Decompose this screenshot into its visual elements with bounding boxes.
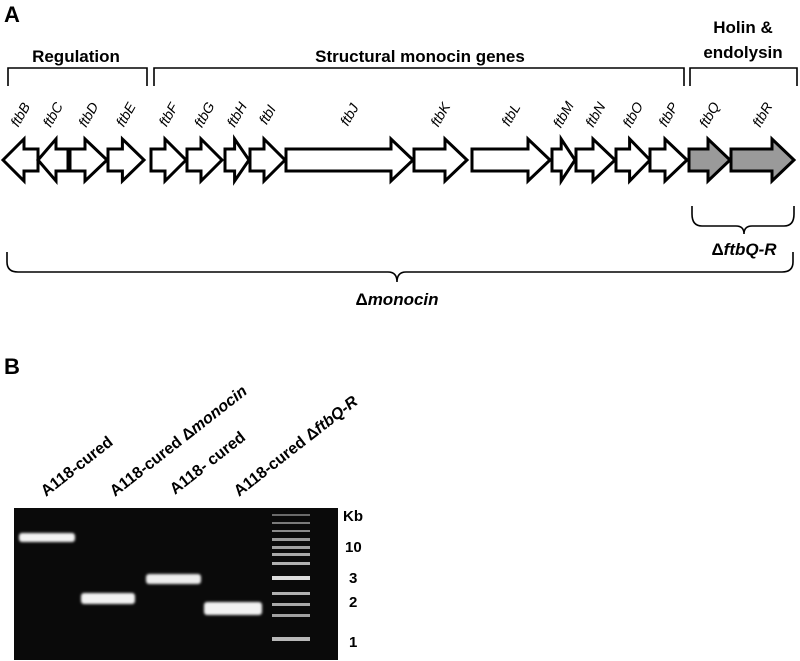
gene-label-ftbO: ftbO — [619, 99, 646, 130]
monocin-deletion-bracket — [6, 252, 794, 283]
panel-a-label: A — [4, 2, 20, 27]
kb-marker-10: 10 — [345, 539, 362, 556]
ftbqr-deletion-bracket — [691, 206, 795, 235]
delta-symbol: Δ — [711, 240, 723, 259]
band-lane-3 — [146, 574, 201, 584]
holin-bracket — [689, 67, 798, 86]
kb-title: Kb — [343, 508, 363, 525]
group-label-holin-line1: Holin & — [713, 18, 773, 37]
gene-label-ftbG: ftbG — [191, 99, 218, 130]
band-lane-4 — [204, 602, 262, 615]
ladder-band — [272, 614, 310, 617]
gene-label-ftbF: ftbF — [155, 99, 182, 129]
gene-label-ftbP: ftbP — [655, 99, 682, 129]
gene-arrow-ftbR — [729, 135, 797, 185]
gene-arrow-ftbI — [248, 135, 288, 185]
gene-arrow-ftbG — [185, 135, 225, 185]
band-lane-2 — [81, 593, 135, 604]
kb-marker-2: 2 — [349, 594, 357, 611]
gene-arrows — [0, 133, 797, 187]
lane-label-2-italic: monocin — [188, 383, 251, 438]
ladder-band — [272, 637, 310, 641]
gene-arrow-ftbQ — [687, 135, 733, 185]
gene-arrow-ftbJ — [284, 135, 416, 185]
gene-label-ftbH: ftbH — [223, 99, 250, 130]
gene-arrow-ftbK — [412, 135, 470, 185]
ladder-band — [272, 530, 310, 532]
ladder-band — [272, 562, 310, 565]
group-label-holin-line2: endolysin — [703, 43, 782, 62]
gene-label-ftbJ: ftbJ — [337, 100, 363, 128]
group-label-regulation: Regulation — [32, 47, 120, 66]
gene-arrow-ftbO — [614, 135, 653, 185]
gene-label-ftbE: ftbE — [113, 99, 140, 129]
kb-marker-3: 3 — [349, 570, 357, 587]
ladder-band — [272, 522, 310, 524]
monocin-deletion-label: Δmonocin — [355, 290, 438, 309]
ftbqr-deletion-label: ΔftbQ-R — [711, 240, 777, 259]
delta-symbol: Δ — [355, 290, 367, 309]
regulation-bracket — [7, 67, 148, 86]
gene-arrow-ftbF — [149, 135, 189, 185]
ladder-band — [272, 576, 310, 580]
lane-label-4-italic: ftbQ-R — [312, 393, 362, 437]
ladder-band — [272, 603, 310, 606]
ladder-band — [272, 553, 310, 556]
band-lane-1 — [19, 533, 75, 542]
lane-label-4-text: A118-cured Δ — [231, 424, 322, 500]
gene-arrow-ftbM — [550, 133, 577, 187]
gene-label-ftbN: ftbN — [582, 99, 609, 130]
ladder-band — [272, 514, 310, 516]
gene-arrow-ftbD — [68, 135, 110, 185]
gene-label-ftbB: ftbB — [7, 100, 33, 130]
gene-arrow-ftbP — [648, 135, 690, 185]
panel-b-label: B — [4, 354, 20, 379]
structural-bracket — [153, 67, 685, 86]
gene-arrow-ftbB — [0, 135, 40, 185]
lane-label-1: A118-cured — [38, 434, 116, 501]
ftbqr-name: ftbQ-R — [724, 240, 778, 259]
gene-label-ftbQ: ftbQ — [696, 99, 723, 130]
gene-arrow-ftbH — [223, 134, 251, 186]
monocin-name: monocin — [368, 290, 439, 309]
group-label-structural: Structural monocin genes — [315, 47, 525, 66]
gene-arrow-ftbL — [470, 135, 553, 185]
gene-label-ftbI: ftbI — [255, 102, 279, 127]
ladder-band — [272, 538, 310, 541]
dna-ladder — [272, 514, 310, 641]
ladder-band — [272, 592, 310, 595]
gene-arrow-ftbE — [106, 135, 147, 185]
gene-label-ftbR: ftbR — [749, 99, 776, 129]
lane-label-4: A118-cured ΔftbQ-R — [231, 393, 362, 500]
kb-marker-1: 1 — [349, 634, 357, 651]
gene-label-ftbC: ftbC — [39, 99, 66, 130]
gene-label-ftbK: ftbK — [427, 99, 454, 129]
gene-label-ftbD: ftbD — [75, 99, 102, 129]
gene-label-ftbL: ftbL — [498, 100, 524, 128]
ladder-band — [272, 546, 310, 549]
gene-label-ftbM: ftbM — [549, 98, 577, 130]
gene-arrow-ftbC — [36, 134, 70, 186]
gene-arrow-ftbN — [574, 135, 618, 185]
